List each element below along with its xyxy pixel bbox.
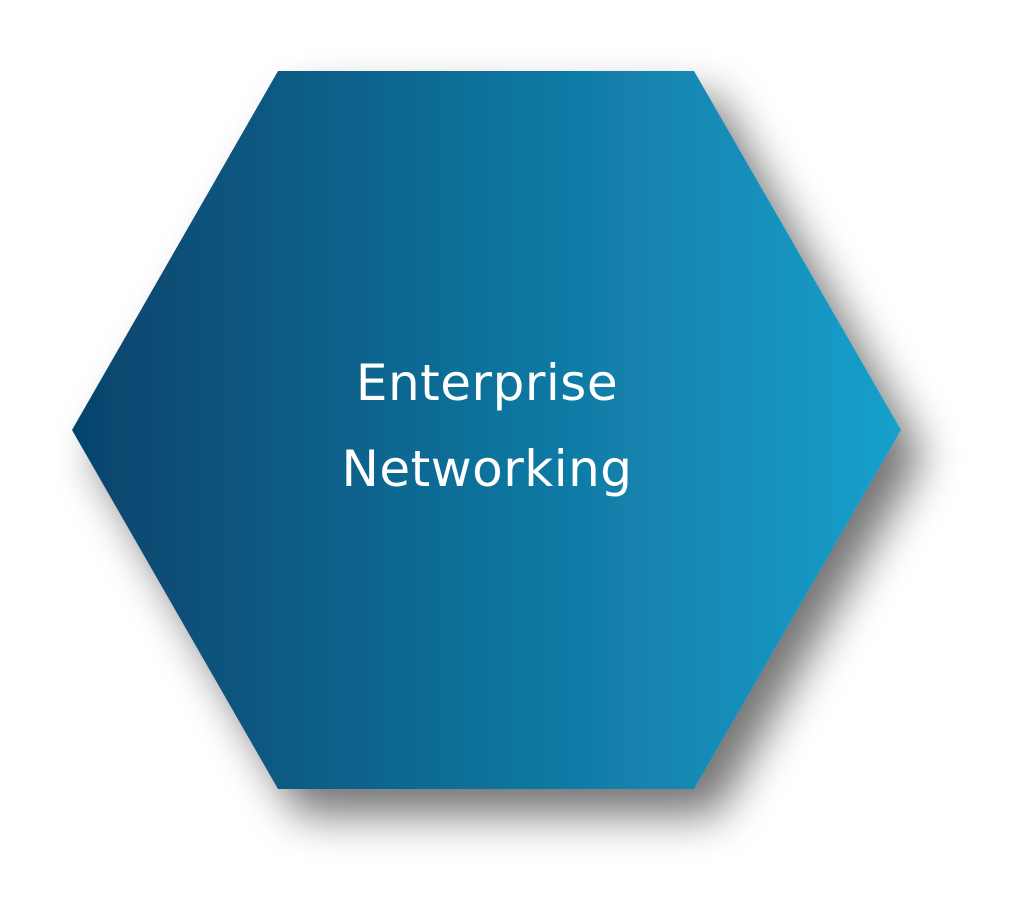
hexagon-label: Enterprise Networking [200,340,774,512]
hexagon-shape [72,71,901,789]
hexagon-label-line-1: Enterprise [355,354,619,412]
hexagon-label-line-2: Networking [341,440,633,498]
